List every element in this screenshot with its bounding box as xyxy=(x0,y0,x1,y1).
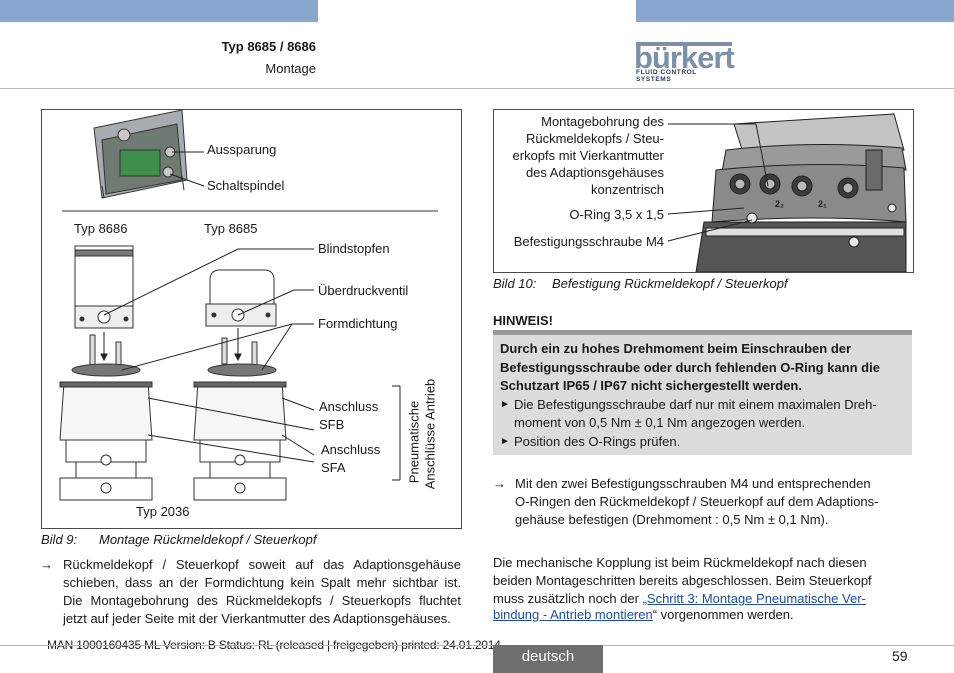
figure-9-caption-number: Bild 9: xyxy=(41,532,78,547)
buerkert-logo: bürkert FLUID CONTROL SYSTEMS xyxy=(634,40,735,83)
footer-rule xyxy=(0,645,954,646)
left-step-line-4: jetzt auf jeder Seite mit der Vierkantmu… xyxy=(63,611,451,626)
port-label-2-1: 2₁ xyxy=(818,199,827,209)
actuator-left xyxy=(59,381,153,501)
port-label-2-2: 2₂ xyxy=(775,199,784,209)
hinweis-title: HINWEIS! xyxy=(493,313,553,328)
label-typ-8685: Typ 8685 xyxy=(204,221,258,236)
label-typ-8686: Typ 8686 xyxy=(74,221,128,236)
typ-8686-head xyxy=(74,245,134,329)
header-bar-left xyxy=(0,0,318,22)
right-para-line-2: beiden Montageschritten bereits abgeschl… xyxy=(493,573,872,588)
left-step-line-1: Rückmeldekopf / Steuerkopf soweit auf da… xyxy=(63,557,461,572)
hinweis-bullet-2-text: Position des O-Rings prüfen. xyxy=(514,433,681,449)
label-montagebohrung-5: konzentrisch xyxy=(591,182,664,197)
typ-8685-head xyxy=(205,269,277,327)
page-number: 59 xyxy=(892,648,908,664)
left-step-arrow: → xyxy=(40,557,53,572)
left-step-line-3: Die Montagebohrung des Rückmeldekopfs / … xyxy=(63,593,461,608)
right-para-line-4-text: “ vorgenommen werden. xyxy=(652,607,794,622)
label-montagebohrung-4: des Adaptionsgehäuses xyxy=(525,165,664,180)
link-schritt-3-cont[interactable]: bindung - Antrieb montieren xyxy=(493,607,653,622)
figure-10-caption-number: Bild 10: xyxy=(493,276,537,291)
actuator-right xyxy=(193,381,287,501)
label-ueberdruckventil: Überdruckventil xyxy=(318,283,409,298)
label-anschluss-sfb-1: Anschluss xyxy=(319,399,379,414)
hinweis-bold-2: Befestigungsschraube oder durch fehlende… xyxy=(500,359,880,375)
label-anschluss-sfa-1: Anschluss xyxy=(321,442,381,457)
link-schritt-3[interactable]: „Schritt 3: Montage Pneumatische Ver- xyxy=(642,591,866,606)
bullet-marker: ► xyxy=(500,435,510,447)
left-step-line-2: schieben, dass an der Formdichtung kein … xyxy=(63,575,461,590)
label-anschluesse-antrieb: Anschlüsse Antrieb xyxy=(422,378,438,490)
document-title: Typ 8685 / 8686 xyxy=(221,39,316,54)
bullet-marker: ► xyxy=(500,398,510,410)
label-blindstopfen: Blindstopfen xyxy=(318,241,390,256)
right-step-line-2: O-Ringen den Rückmeldekopf / Steuerkopf … xyxy=(515,494,879,509)
label-befestigungsschraube: Befestigungsschraube M4 xyxy=(513,234,664,249)
figure-9-caption-text: Montage Rückmeldekopf / Steuerkopf xyxy=(99,532,317,547)
hinweis-bullet-1-line-2: moment von 0,5 Nm ± 0,1 Nm angezogen wer… xyxy=(514,415,806,430)
right-para-line-3-text: muss zusätzlich noch der xyxy=(493,591,643,606)
right-para-line-1: Die mechanische Kopplung ist beim Rückme… xyxy=(493,555,867,570)
figure-10-caption-text: Befestigung Rückmeldekopf / Steuerkopf xyxy=(552,276,788,291)
figure-10-drawing: 2₂ 2₁ xyxy=(667,113,907,272)
label-anschluss-sfb-2: SFB xyxy=(319,417,345,432)
label-montagebohrung-1: Montagebohrung des xyxy=(541,114,664,129)
label-formdichtung: Formdichtung xyxy=(318,316,398,331)
right-para-line-3: muss zusätzlich noch der „Schritt 3: Mon… xyxy=(493,590,866,609)
label-aussparung: Aussparung xyxy=(207,142,277,157)
section-title: Montage xyxy=(265,61,316,76)
right-step-line-3: gehäuse befestigen (Drehmoment : 0,5 Nm … xyxy=(515,512,829,527)
label-pneumatische: Pneumatische xyxy=(406,400,422,484)
figure-9: Aussparung Schaltspindel Typ 8686 Typ 86… xyxy=(41,109,462,529)
label-anschluss-sfa-2: SFA xyxy=(321,460,346,475)
language-tab: deutsch xyxy=(493,645,603,673)
figure-10: 2₂ 2₁ Montagebohrung des Rückmeldekopfs … xyxy=(493,109,914,273)
label-schaltspindel: Schaltspindel xyxy=(207,178,285,193)
label-typ-2036: Typ 2036 xyxy=(136,504,190,519)
detail-sketch xyxy=(93,110,188,199)
hinweis-bold-3: Schutzart IP65 / IP67 nicht sichergestel… xyxy=(500,378,802,393)
label-o-ring: O-Ring 3,5 x 1,5 xyxy=(569,207,664,222)
label-montagebohrung-3: erkopfs mit Vierkantmutter xyxy=(512,148,664,163)
hinweis-bullet-1: ► Die Befestigungsschraube darf nur mit … xyxy=(500,396,912,433)
hinweis-bullet-1-line-1: Die Befestigungsschraube darf nur mit ei… xyxy=(514,396,877,412)
header-bar-right xyxy=(636,0,954,22)
hinweis-box: Durch ein zu hohes Drehmoment beim Einsc… xyxy=(493,330,912,455)
figure-9-drawing xyxy=(59,110,438,501)
right-para-line-4: bindung - Antrieb montieren“ vorgenommen… xyxy=(493,606,794,625)
header-rule xyxy=(0,88,954,89)
right-step-line-1: Mit den zwei Befestigungsschrauben M4 un… xyxy=(515,476,871,491)
right-step-arrow: → xyxy=(493,476,506,491)
label-montagebohrung-2: Rückmeldekopfs / Steu- xyxy=(525,131,664,146)
hinweis-bullet-2: ► Position des O-Rings prüfen. xyxy=(500,433,912,452)
hinweis-bold-1: Durch ein zu hohes Drehmoment beim Einsc… xyxy=(500,341,852,356)
